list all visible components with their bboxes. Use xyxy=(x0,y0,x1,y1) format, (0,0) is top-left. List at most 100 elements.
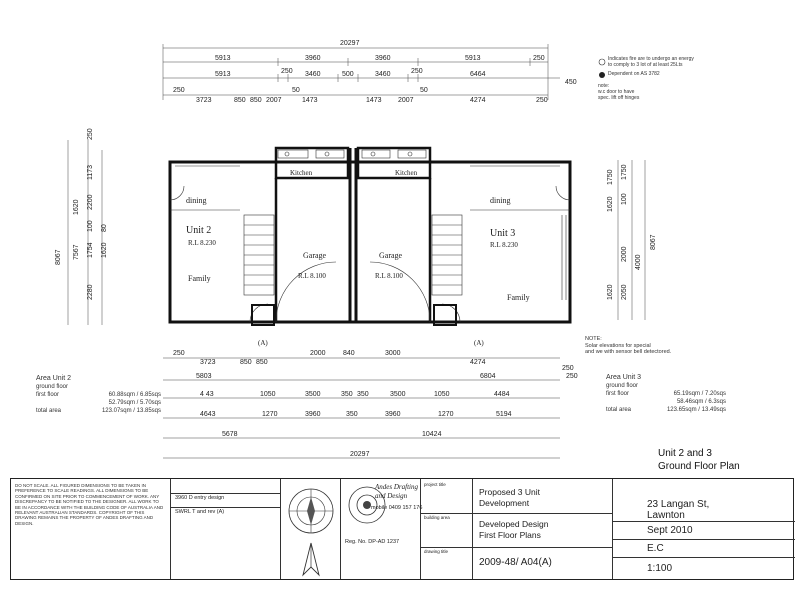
dim-right-7: 2050 xyxy=(621,284,628,300)
dim-bot-r5-left: 5678 xyxy=(222,431,238,438)
dim-right-0: 1750 xyxy=(607,169,614,185)
area-unit2-r3-label: total area xyxy=(36,408,62,414)
dim-bot-r1-2: 850 xyxy=(240,359,252,366)
tb-rev2: SWRL T and rev (A) xyxy=(175,509,225,515)
dim-bot-r3-1: 1050 xyxy=(260,391,276,398)
plan-title-line2: Ground Floor Plan xyxy=(658,461,740,472)
area-unit2: Area Unit 2 ground floor first floor 60.8… xyxy=(36,375,161,415)
area-unit2-r1-value: 60.88sqm / 6.85sqs xyxy=(108,392,161,398)
dim-bot-r4-0: 4643 xyxy=(200,411,216,418)
room-kitchen-left: Kitchen xyxy=(290,169,313,177)
room-dining-right: dining xyxy=(490,196,510,205)
room-family-right: Family xyxy=(507,293,530,302)
area-unit2-r1-label: first floor xyxy=(36,392,60,398)
area-unit3-r1-value: 65.19sqm / 7.20sqs xyxy=(673,391,726,397)
dim-bot-r5-right: 10424 xyxy=(422,431,442,438)
tb-labels-cell: project title building area drawing titl… xyxy=(421,479,473,579)
area-unit3-title: Area Unit 3 xyxy=(606,374,642,381)
room-garage-right-rl: R.L 8.100 xyxy=(375,272,403,280)
dim-left-1: 1173 xyxy=(87,165,94,180)
tb-project-label: project title xyxy=(424,482,446,487)
company-seal-icon xyxy=(348,486,386,524)
room-labels: dining dining Kitchen Kitchen Unit 2 R.L… xyxy=(186,169,530,347)
dim-top-r2-end: 450 xyxy=(565,79,577,86)
note-1: w.c door to have xyxy=(598,89,635,95)
dim-top-r3-1: 3723 xyxy=(196,97,212,104)
dim-bot-r1-7: 4274 xyxy=(470,359,486,366)
tb-address-cell: 23 Langan St, Lawnton Sept 2010 E.C 1:10… xyxy=(613,479,795,579)
area-unit3-r2-value: 58.46sqm / 6.3sqs xyxy=(676,399,726,405)
area-unit3-sub: ground floor xyxy=(606,383,639,389)
top-notes: Indicates fire are to undergo an energy … xyxy=(598,56,694,101)
area-unit3-r3-label: total area xyxy=(606,407,632,413)
tb-drawing2: First Floor Plans xyxy=(479,530,541,540)
room-garage-right: Garage xyxy=(379,251,403,260)
plan-title-line1: Unit 2 and 3 xyxy=(658,448,712,459)
room-garage-left-rl: R.L 8.100 xyxy=(298,272,326,280)
dim-left-10: 2280 xyxy=(87,284,94,300)
note-label: note: xyxy=(598,83,610,89)
dim-bot-r4-3: 350 xyxy=(346,411,358,418)
tb-logo-cell xyxy=(281,479,341,579)
tb-rev1: 3960 D entry design xyxy=(175,495,225,501)
north-arrow-icon xyxy=(302,542,320,577)
tb-drawing-label: drawing title xyxy=(424,549,449,554)
dim-top-r3-2: 850 xyxy=(234,97,246,104)
dim-left-4: 2200 xyxy=(87,194,94,210)
dim-top-r3-7: 1473 xyxy=(366,97,382,104)
dim-right-2: 1620 xyxy=(607,196,614,212)
tb-project1: Proposed 3 Unit xyxy=(479,487,540,497)
dim-bot-r1-1: 3723 xyxy=(200,359,216,366)
room-unit2-rl: R.L 8.230 xyxy=(188,239,216,247)
room-kitchen-right: Kitchen xyxy=(395,169,418,177)
dim-top-r2-m3: 500 xyxy=(342,71,354,78)
tb-building-label: building area xyxy=(424,515,450,520)
compass-logo-icon xyxy=(288,488,334,534)
area-unit2-title: Area Unit 2 xyxy=(36,375,72,382)
marker-a-left: (A) xyxy=(258,339,268,347)
tb-company-line2: and Design xyxy=(375,492,408,500)
dim-right-5: 2000 xyxy=(621,246,628,262)
dim-left-7: 1620 xyxy=(101,242,108,258)
room-unit3-name: Unit 3 xyxy=(490,228,515,239)
dim-top-r3-9: 50 xyxy=(420,87,428,94)
bottom-dimensions: 250 3723 850 850 2000 840 3000 4274 250 … xyxy=(163,350,578,459)
note-line1: Indicates fire are to undergo an energy xyxy=(608,56,694,62)
area-unit3-r1-label: first floor xyxy=(606,391,630,397)
dim-bot-r1-4: 2000 xyxy=(310,350,326,357)
dim-top-r3-4: 2007 xyxy=(266,97,282,104)
dim-bot-r4-2: 3960 xyxy=(305,411,321,418)
tb-drawing-no: 2009-48/ A04(A) xyxy=(479,557,552,568)
tb-revisions-cell: 3960 D entry design SWRL T and rev (A) xyxy=(171,479,281,579)
dim-left-5: 80 xyxy=(101,224,108,232)
dim-bot-r3-0: 4 43 xyxy=(200,391,214,398)
note-2: spec. lift off hinges xyxy=(598,95,640,101)
dim-bot-r4-1: 1270 xyxy=(262,411,278,418)
marker-a-right: (A) xyxy=(474,339,484,347)
room-dining-left: dining xyxy=(186,196,206,205)
dim-top-r2-m1: 250 xyxy=(281,68,293,75)
tb-phone: mobile 0409 157 176 xyxy=(371,505,423,511)
dim-right-8: 1620 xyxy=(607,284,614,300)
dim-top-r3-10: 4274 xyxy=(470,97,486,104)
dim-left-3: 100 xyxy=(87,220,94,232)
dim-bot-r1-0: 250 xyxy=(173,350,185,357)
tb-general-notes: DO NOT SCALE. ALL FIGURED DIMENSIONS TO … xyxy=(15,483,164,526)
tb-project-cell: Proposed 3 Unit Development Developed De… xyxy=(473,479,613,579)
tb-project2: Development xyxy=(479,498,530,508)
note-line2: to comply to 3 lot of at least 25Lts xyxy=(608,62,683,68)
side-note: NOTE: Solar elevations for special and w… xyxy=(585,336,671,356)
area-unit2-sub: ground floor xyxy=(36,384,69,390)
dim-bot-r4-5: 1270 xyxy=(438,411,454,418)
dim-bot-r1-6: 3000 xyxy=(385,350,401,357)
dim-bot-r3-3: 350 xyxy=(341,391,353,398)
dim-top-r3-3: 850 xyxy=(250,97,262,104)
room-family-left: Family xyxy=(188,274,211,283)
dim-bot-r2-left: 5803 xyxy=(196,373,212,380)
dim-bot-r2-right: 6804 xyxy=(480,373,496,380)
dim-left-6: 1754 xyxy=(87,242,94,258)
area-unit2-r2-value: 52.79sqm / 5.70sqs xyxy=(108,400,161,406)
dim-top-r3-6: 1473 xyxy=(302,97,318,104)
dim-top-r2-left: 5913 xyxy=(215,71,231,78)
right-dimensions: 1750 1750 1620 100 8067 2000 4000 2050 1… xyxy=(607,160,657,320)
